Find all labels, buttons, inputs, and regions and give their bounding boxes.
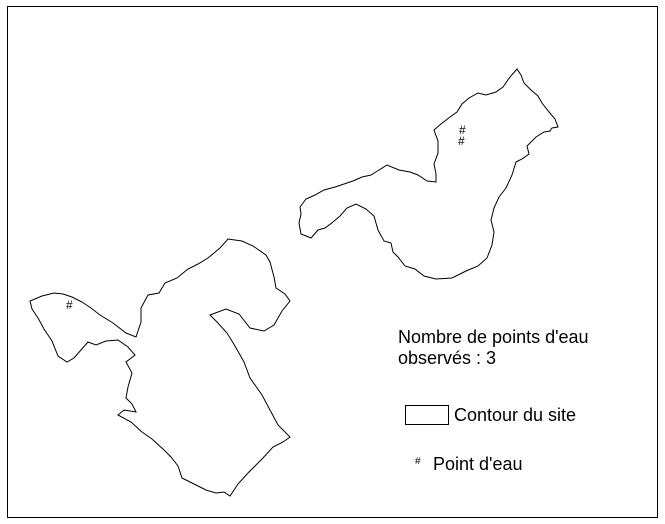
water-point-marker: # <box>458 134 465 148</box>
count-line-2: observés : 3 <box>398 348 497 368</box>
contour-swatch-icon <box>405 405 449 425</box>
water-point-count: Nombre de points d'eau observés : 3 <box>398 327 648 369</box>
legend-water-point: # Point d'eau <box>415 453 523 475</box>
count-line-1: Nombre de points d'eau <box>398 327 589 347</box>
site-contour-north <box>298 68 559 280</box>
site-contour-south <box>29 238 291 497</box>
legend-contour: Contour du site <box>405 404 576 426</box>
legend-water-label: Point d'eau <box>433 453 523 474</box>
water-point-marker: # <box>66 298 73 312</box>
water-point-icon: # <box>415 455 421 467</box>
legend-contour-label: Contour du site <box>454 404 577 425</box>
map-frame <box>7 6 658 518</box>
water-point-marker: # <box>459 123 466 137</box>
